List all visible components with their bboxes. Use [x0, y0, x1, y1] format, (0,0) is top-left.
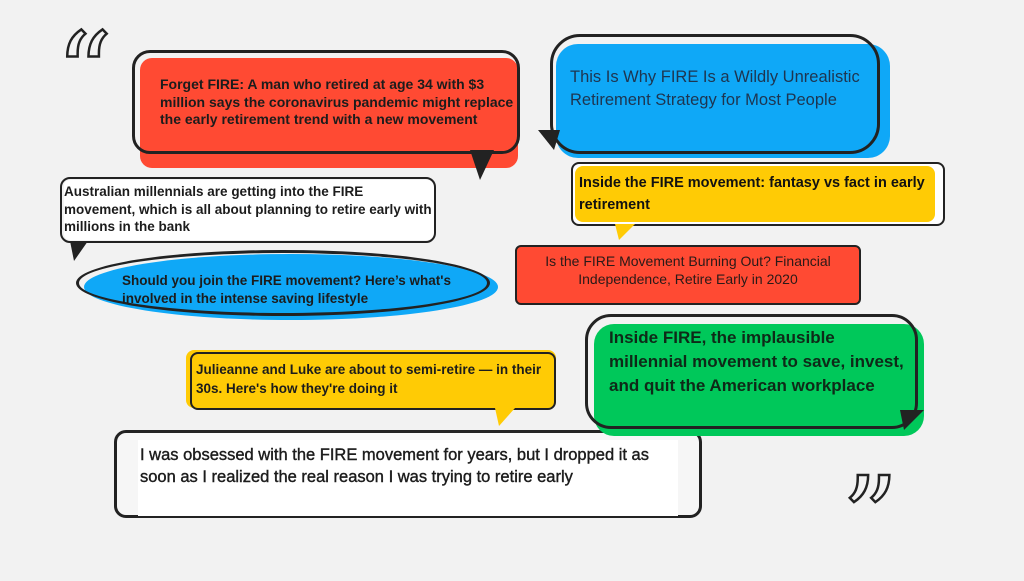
headline-text: Julieanne and Luke are about to semi-ret… [196, 362, 542, 396]
headline-text: Australian millennials are getting into … [64, 184, 432, 234]
headline-text: Is the FIRE Movement Burning Out? Financ… [545, 253, 831, 287]
close-quote-icon: ” [841, 453, 900, 581]
headline-text: I was obsessed with the FIRE movement fo… [140, 446, 649, 486]
open-quote-icon: “ [55, 9, 114, 137]
headline-text: Inside FIRE, the implausible millennial … [609, 328, 904, 395]
headline-text: Should you join the FIRE movement? Here’… [122, 273, 452, 306]
headline-text: Forget FIRE: A man who retired at age 34… [160, 76, 514, 127]
headline-text: This Is Why FIRE Is a Wildly Unrealistic… [570, 68, 860, 109]
headline-text: Inside the FIRE movement: fantasy vs fac… [579, 175, 925, 213]
